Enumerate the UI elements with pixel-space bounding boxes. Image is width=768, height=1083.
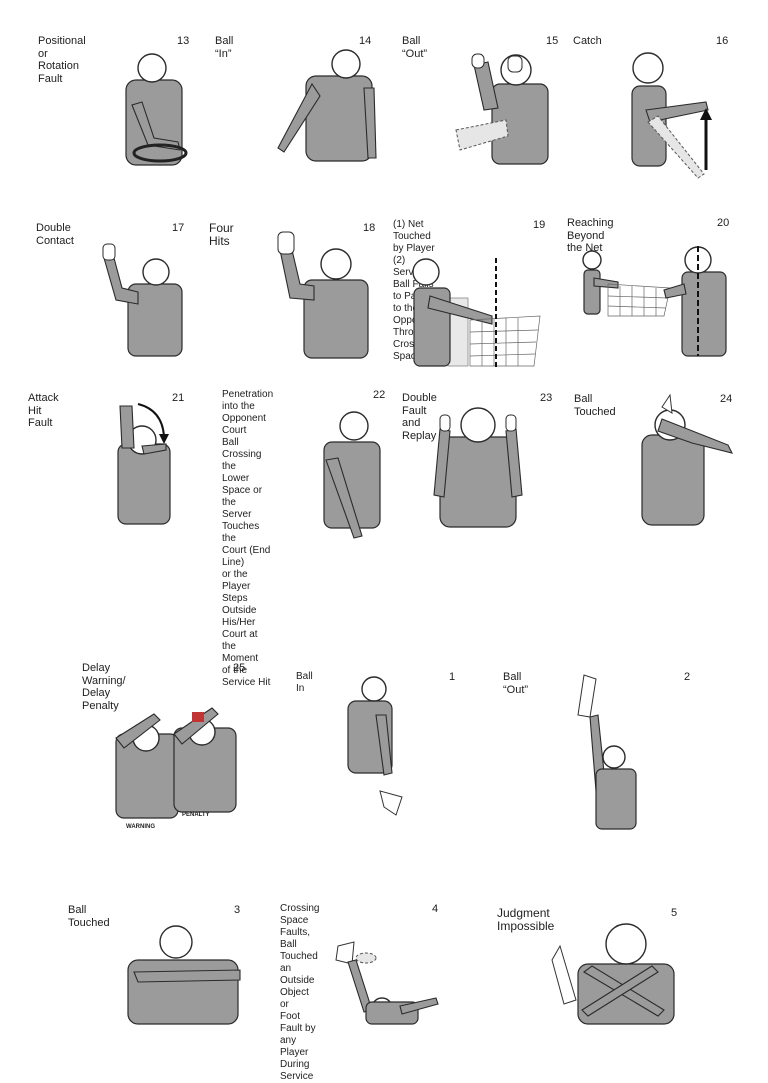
signal-number: 5 (671, 907, 677, 919)
referee-figure (548, 920, 688, 1024)
signal-number: 17 (172, 222, 184, 234)
referee-figure (330, 942, 450, 1024)
referee-figure (118, 50, 198, 190)
signal-label: Double Contact (36, 222, 74, 247)
signal-label: Ball “In” (215, 35, 233, 60)
signal-label: Positional or Rotation Fault (38, 35, 86, 85)
referee-figure (340, 675, 420, 825)
referee-figure (268, 48, 388, 188)
signal-number: 15 (546, 35, 558, 47)
signal-number: 25 (233, 662, 245, 674)
warning-caption: WARNING (126, 824, 155, 830)
referee-figure (112, 392, 182, 527)
signal-label: Ball Touched (68, 904, 110, 929)
signal-number: 2 (684, 671, 690, 683)
referee-figure (120, 920, 250, 1024)
signal-number: 16 (716, 35, 728, 47)
signal-number: 22 (373, 389, 385, 401)
signal-label: Ball “Out” (503, 671, 528, 696)
signal-label: Judgment Impossible (497, 907, 554, 932)
signal-number: 19 (533, 219, 545, 231)
signal-number: 1 (449, 671, 455, 683)
signal-label: Catch (573, 35, 602, 48)
signal-number: 13 (177, 35, 189, 47)
signal-label: Penetration into the Opponent Court Ball… (222, 389, 273, 689)
signal-number: 3 (234, 904, 240, 916)
referee-figure (632, 395, 737, 530)
signal-label: Crossing Space Faults, Ball Touched an O… (280, 903, 319, 1083)
signal-label: Ball “Out” (402, 35, 427, 60)
referee-figure (318, 410, 386, 550)
referee-figure (410, 258, 550, 368)
signal-label: Four Hits (209, 222, 234, 247)
referee-figure (572, 675, 644, 835)
signal-number: 14 (359, 35, 371, 47)
referee-figure (274, 228, 374, 363)
signal-number: 20 (717, 217, 729, 229)
signal-label: Attack Hit Fault (28, 392, 59, 430)
penalty-caption: PENALTY (182, 812, 210, 818)
referee-figure (578, 244, 738, 359)
signal-number: 4 (432, 903, 438, 915)
referee-figure (626, 50, 726, 190)
referee-figure: WARNING PENALTY (110, 698, 245, 833)
referee-figure (430, 405, 525, 530)
signal-label: Ball In (296, 671, 313, 695)
referee-figure (446, 50, 556, 170)
signal-number: 23 (540, 392, 552, 404)
signal-label: Ball Touched (574, 393, 616, 418)
referee-figure (98, 238, 193, 363)
